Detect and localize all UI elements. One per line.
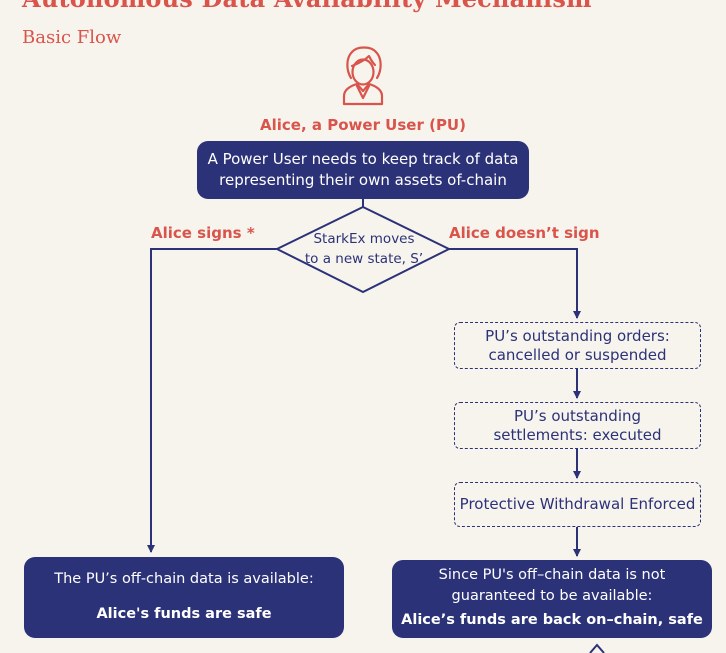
actor-label: Alice, a Power User (PU): [260, 116, 466, 134]
decision-text: StarkEx moves to a new state, S’: [282, 229, 446, 269]
connector-left-branch: [147, 248, 277, 553]
outcome-right-result: Alice’s funds are back on–chain, safe: [401, 612, 703, 628]
outcome-right-line-2: guaranteed to be available:: [451, 588, 653, 604]
connector-right-branch: [449, 248, 581, 319]
step-1-line-2: cancelled or suspended: [488, 345, 667, 364]
diagram-subtitle: Basic Flow: [22, 27, 122, 48]
step-execute-settlements: PU’s outstanding settlements: executed: [454, 402, 701, 449]
outcome-right-line-1: Since PU's off–chain data is not: [438, 567, 666, 583]
step-1-line-1: PU’s outstanding orders:: [485, 326, 670, 345]
outcome-left-box: The PU’s off-chain data is available: Al…: [24, 557, 344, 638]
step-3-line-1: Protective Withdrawal Enforced: [459, 495, 696, 513]
step-2-line-2: settlements: executed: [493, 425, 662, 444]
diagram-title: Autonomous Data Availability Mechanism: [22, 0, 592, 13]
decision-line-1: StarkEx moves: [313, 231, 415, 247]
step-2-line-1: PU’s outstanding: [513, 406, 642, 425]
start-line-2: representing their own assets of-chain: [219, 171, 507, 189]
user-avatar-icon: [342, 46, 384, 106]
outcome-left-result: Alice's funds are safe: [96, 606, 272, 622]
start-line-1: A Power User needs to keep track of data: [207, 150, 519, 168]
step-cancel-orders: PU’s outstanding orders: cancelled or su…: [454, 322, 701, 369]
branch-label-left: Alice signs *: [151, 224, 255, 242]
decision-diamond: [274, 205, 452, 294]
branch-label-right: Alice doesn’t sign: [449, 224, 600, 242]
start-box: A Power User needs to keep track of data…: [197, 141, 529, 199]
step-protective-withdrawal: Protective Withdrawal Enforced: [454, 482, 701, 527]
outcome-right-box: Since PU's off–chain data is not guarant…: [392, 560, 712, 638]
outcome-left-line-1: The PU’s off-chain data is available:: [54, 571, 314, 587]
decision-line-2: to a new state, S’: [304, 251, 424, 267]
partial-arrow-bottom: [589, 643, 605, 653]
